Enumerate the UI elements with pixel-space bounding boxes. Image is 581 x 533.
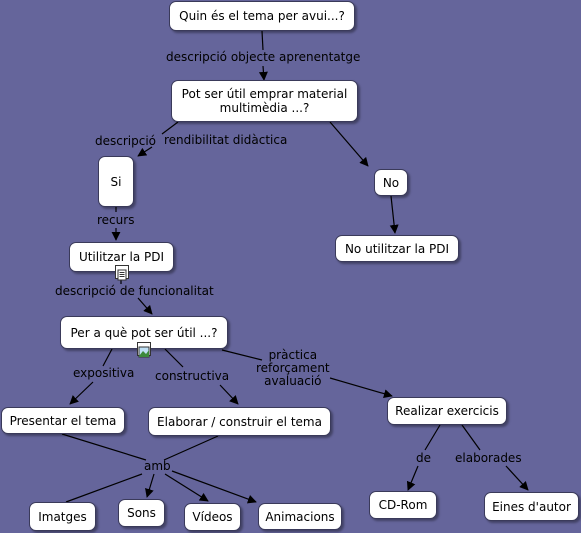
link-label-recurs: recurs bbox=[97, 213, 135, 227]
link-exercicis-elaborades bbox=[461, 424, 481, 451]
node-si[interactable]: Si bbox=[98, 156, 134, 207]
link-presentar-amb bbox=[61, 433, 147, 461]
link-elaborades-eines bbox=[505, 465, 529, 491]
node-multimedia-line2: multimèdia ...? bbox=[219, 101, 310, 115]
link-no-nopdi bbox=[389, 195, 399, 234]
link-multimedia-descripcio bbox=[161, 121, 179, 135]
image-icon[interactable] bbox=[137, 342, 151, 358]
node-animacions[interactable]: Animacions bbox=[258, 503, 342, 530]
link-tema-descripcio bbox=[261, 30, 264, 51]
node-tema[interactable]: Quin és el tema per avui...? bbox=[169, 1, 355, 31]
link-practica-exercicis bbox=[329, 377, 393, 399]
link-constructiva-elaborar bbox=[219, 384, 239, 405]
node-sons[interactable]: Sons bbox=[118, 499, 165, 527]
link-label-descripcio: descripció bbox=[95, 134, 157, 148]
link-label-de: de bbox=[416, 451, 431, 465]
node-multimedia[interactable]: Pot ser útil emprar material multimèdia … bbox=[171, 80, 358, 122]
link-exercicis-de bbox=[424, 424, 441, 451]
link-label-constructiva: constructiva bbox=[155, 369, 230, 383]
link-descripcio-si bbox=[137, 146, 153, 157]
link-amb-animacions bbox=[171, 470, 257, 504]
link-label-expositiva: expositiva bbox=[73, 366, 135, 380]
link-label-practica-line1: pràctica bbox=[268, 348, 318, 362]
link-elaborar-amb bbox=[163, 435, 219, 461]
link-label-practica-line3: avaluació bbox=[264, 374, 322, 388]
node-eines[interactable]: Eines d'autor bbox=[484, 492, 579, 521]
link-amb-sons bbox=[145, 473, 155, 498]
node-cdrom[interactable]: CD-Rom bbox=[369, 491, 437, 519]
node-no[interactable]: No bbox=[374, 169, 408, 196]
link-amb-videos bbox=[164, 473, 209, 502]
link-label-descripcio-objecte: descripció objecte aprenentatge bbox=[166, 50, 361, 64]
document-icon[interactable] bbox=[115, 265, 129, 281]
link-label-descripcio-func: descripció de funcionalitat bbox=[55, 284, 214, 298]
link-label-practica: pràctica reforçament avaluació bbox=[256, 349, 330, 388]
node-per-a-que[interactable]: Per a què pot ser útil ...? bbox=[60, 316, 228, 349]
link-descripcio-multimedia bbox=[258, 65, 268, 81]
link-de-cdrom bbox=[406, 465, 419, 491]
node-elaborar[interactable]: Elaborar / construir el tema bbox=[148, 407, 331, 436]
link-label-practica-line2: reforçament bbox=[256, 361, 330, 375]
link-expositiva-presentar bbox=[69, 381, 94, 405]
link-amb-imatges bbox=[65, 473, 143, 503]
link-peraque-practica bbox=[221, 349, 263, 361]
link-label-elaborades: elaborades bbox=[455, 451, 522, 465]
link-peraque-expositiva bbox=[102, 348, 113, 367]
link-multimedia-no bbox=[329, 121, 369, 167]
node-exercicis[interactable]: Realizar exercicis bbox=[387, 397, 507, 425]
link-label-rendibilitat: rendibilitat didàctica bbox=[164, 133, 288, 147]
link-label-amb: amb bbox=[144, 459, 171, 473]
node-multimedia-line1: Pot ser útil emprar material bbox=[181, 87, 348, 101]
node-presentar[interactable]: Presentar el tema bbox=[1, 407, 125, 434]
node-no-pdi[interactable]: No utilitzar la PDI bbox=[335, 235, 459, 262]
document-icon-glyph bbox=[117, 269, 127, 281]
image-icon-glyph bbox=[138, 346, 150, 358]
link-func-peraque bbox=[137, 297, 153, 315]
node-imatges[interactable]: Imatges bbox=[29, 502, 96, 531]
link-peraque-constructiva bbox=[164, 348, 184, 368]
node-videos[interactable]: Vídeos bbox=[184, 503, 241, 531]
